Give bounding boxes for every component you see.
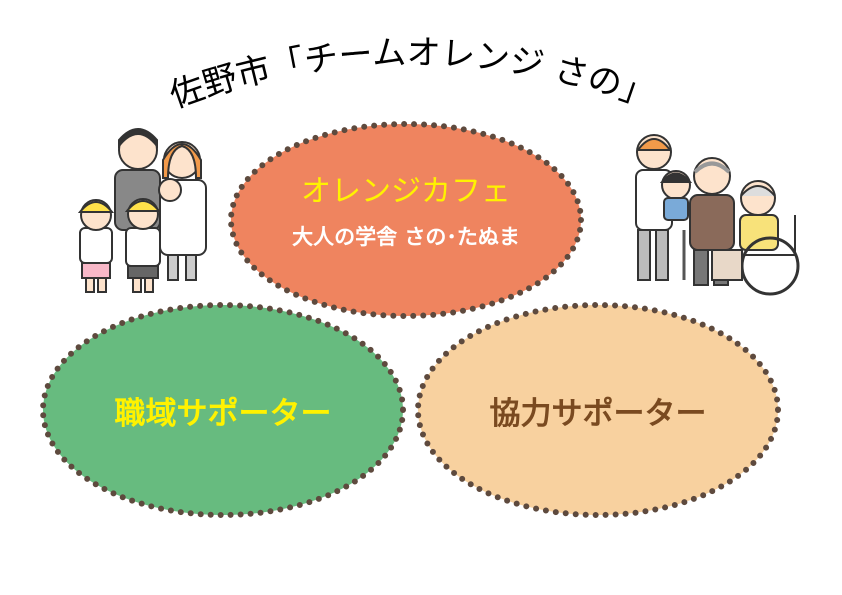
cooperation-supporter-circle: 協力サポーター <box>415 302 781 518</box>
orange-cafe-title: オレンジカフェ <box>301 174 511 209</box>
orange-cafe-subtitle: 大人の学舎 さの･たぬま <box>292 225 520 249</box>
workplace-supporter-label: 職域サポーター <box>115 396 332 432</box>
family-illustration <box>77 128 207 293</box>
elderly-care-illustration <box>635 134 800 296</box>
orange-cafe-circle: オレンジカフェ 大人の学舎 さの･たぬま <box>228 121 584 319</box>
cooperation-supporter-label: 協力サポーター <box>490 396 707 432</box>
workplace-supporter-circle: 職域サポーター <box>40 302 406 518</box>
diagram-title: 佐野市「チームオレンジ さの」 <box>165 33 660 117</box>
